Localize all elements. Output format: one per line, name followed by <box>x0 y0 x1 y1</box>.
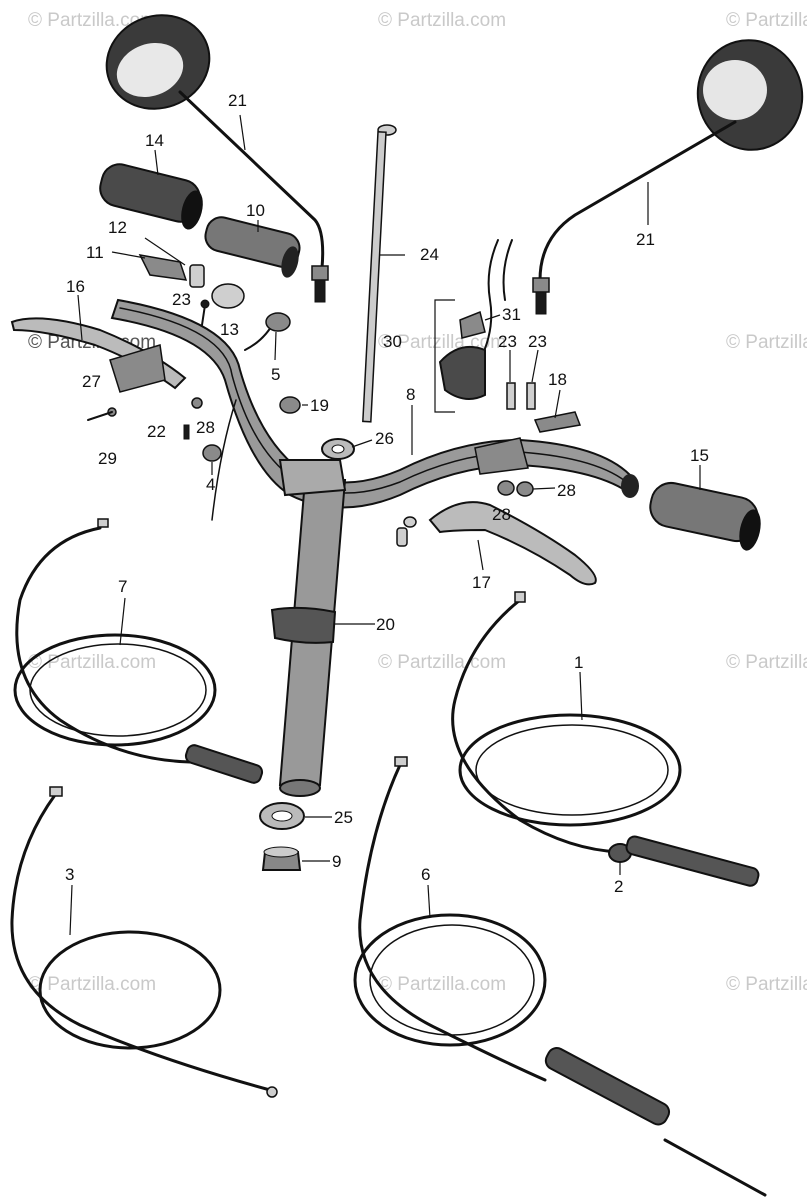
callout-17: 17 <box>472 573 491 592</box>
callout-6: 6 <box>421 865 430 884</box>
switch-assembly <box>434 239 513 413</box>
watermark: © Partzilla.com <box>726 10 807 31</box>
callout-23: 23 <box>172 290 191 309</box>
callout-1: 1 <box>574 653 583 672</box>
callout-12: 12 <box>108 218 127 237</box>
cable-1 <box>451 591 760 887</box>
callout-11: 11 <box>86 243 104 262</box>
callout-28-c: 28 <box>492 505 511 524</box>
watermark: © Partzilla.com <box>726 332 807 353</box>
washer-hole <box>271 810 293 822</box>
grip-10 <box>204 216 301 278</box>
left-lever <box>10 317 187 393</box>
cable-3 <box>10 786 278 1098</box>
callout-9: 9 <box>332 852 341 871</box>
callout-22: 22 <box>147 422 166 441</box>
grip-14 <box>99 163 203 230</box>
long-bolt <box>362 124 397 423</box>
right-lever <box>428 411 597 586</box>
callout-19: 19 <box>310 396 329 415</box>
callout-8: 8 <box>406 385 415 404</box>
watermark: © Partzilla.com <box>378 974 506 995</box>
callout-3: 3 <box>65 865 74 884</box>
callout-31: 31 <box>502 305 521 324</box>
callout-14: 14 <box>145 131 164 150</box>
left-mirror <box>105 14 329 303</box>
watermark: © Partzilla.com <box>726 974 807 995</box>
callout-21: 21 <box>228 91 247 110</box>
callout-23-b: 23 <box>498 332 517 351</box>
watermark: © Partzilla.com <box>28 10 156 31</box>
callout-28-b: 28 <box>557 481 576 500</box>
right-mirror <box>532 39 804 315</box>
callout-7: 7 <box>118 577 127 596</box>
throttle-parts <box>138 254 245 326</box>
callout-26: 26 <box>375 429 394 448</box>
callout-10: 10 <box>246 201 265 220</box>
callout-4: 4 <box>206 475 215 494</box>
watermark: © Partzilla.com <box>726 652 807 673</box>
callout-13: 13 <box>220 320 239 339</box>
callouts: 21 14 10 12 11 23 13 16 27 29 22 28 5 19… <box>65 91 709 896</box>
cable-7 <box>13 518 264 784</box>
fasteners <box>87 312 536 547</box>
callout-29: 29 <box>98 449 117 468</box>
callout-23-c: 23 <box>528 332 547 351</box>
callout-24: 24 <box>420 245 439 264</box>
cable-6 <box>353 756 767 1197</box>
steering-stem <box>270 459 347 797</box>
watermark: © Partzilla.com <box>378 652 506 673</box>
callout-20: 20 <box>376 615 395 634</box>
callout-2: 2 <box>614 877 623 896</box>
watermark: © Partzilla.com <box>378 10 506 31</box>
grip-15 <box>649 481 761 551</box>
callout-27: 27 <box>82 372 101 391</box>
leader-lines <box>69 114 701 936</box>
callout-25: 25 <box>334 808 353 827</box>
callout-21-b: 21 <box>636 230 655 249</box>
callout-5: 5 <box>271 365 280 384</box>
callout-18: 18 <box>548 370 567 389</box>
bushing-top <box>263 846 299 858</box>
callout-28: 28 <box>196 418 215 437</box>
watermark: © Partzilla.com <box>28 652 156 673</box>
callout-16: 16 <box>66 277 85 296</box>
watermark: © Partzilla.com <box>28 974 156 995</box>
callout-15: 15 <box>690 446 709 465</box>
callout-30: 30 <box>383 332 402 351</box>
